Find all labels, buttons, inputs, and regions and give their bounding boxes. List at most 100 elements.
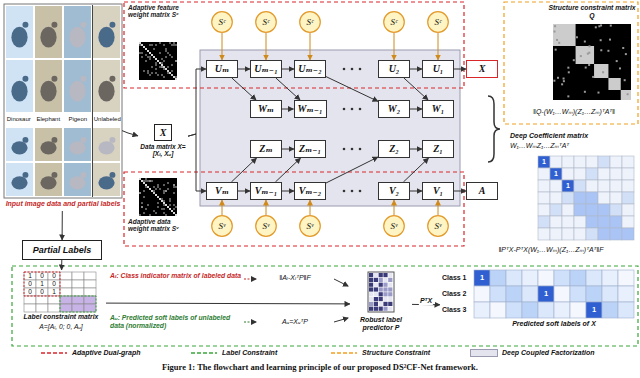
matrix-dot <box>145 178 147 180</box>
animal-silhouette <box>11 81 27 102</box>
matrix-cell <box>538 216 550 228</box>
matrix-diagonal <box>149 52 151 54</box>
matrix-dot <box>592 76 594 78</box>
matrix-dot <box>163 66 165 68</box>
legend-text: Structure Constraint <box>362 349 430 357</box>
node-text: Z₁ <box>433 143 443 155</box>
matrix-cell <box>374 292 378 296</box>
matrix-dot <box>167 70 169 72</box>
matrix-dot <box>163 190 165 192</box>
legend-text: Label Constraint <box>222 349 277 357</box>
matrix-cell <box>554 286 570 302</box>
matrix-dot <box>561 83 563 85</box>
node-text: V₁ <box>433 185 443 197</box>
matrix-cell <box>602 270 618 286</box>
matrix-cell <box>383 302 387 306</box>
matrix-diagonal <box>175 78 177 80</box>
matrix-dot <box>139 214 141 216</box>
matrix-dot <box>141 202 143 204</box>
matrix-cell <box>388 273 392 277</box>
factor-box: Uₘ₋₁ <box>250 60 282 78</box>
matrix-cell <box>490 270 506 286</box>
matrix-diagonal <box>159 198 161 200</box>
matrix-diagonal <box>165 68 167 70</box>
node-text: X <box>479 63 486 75</box>
matrix-dot <box>600 24 602 26</box>
label-region <box>12 266 638 346</box>
matrix-cell <box>388 307 392 311</box>
graph-weight-circle: Sᵛ <box>255 215 277 237</box>
table-cell: 1 <box>474 270 490 286</box>
figure-circle <box>351 68 354 71</box>
matrix-dot <box>580 55 582 57</box>
matrix-dot <box>143 180 145 182</box>
matrix-block <box>576 46 594 64</box>
matrix-dot <box>145 54 147 56</box>
matrix-cell <box>48 272 60 280</box>
matrix-diagonal <box>157 60 159 62</box>
circle-shape <box>428 12 449 33</box>
matrix-cell <box>522 270 538 286</box>
graph-weight-circle: Sᵛ <box>211 215 233 237</box>
animal-silhouette <box>80 172 86 178</box>
matrix-diagonal <box>167 70 169 72</box>
matrix-diagonal <box>159 62 161 64</box>
connector <box>238 191 250 192</box>
matrix-dot <box>165 214 167 216</box>
matrix-dot <box>139 192 141 194</box>
matrix-dot <box>143 196 145 198</box>
table-cell: 1 <box>36 280 48 288</box>
matrix-diagonal <box>153 192 155 194</box>
factor-box: Wₘ₋₁ <box>294 100 327 118</box>
matrix-cell <box>72 288 84 296</box>
matrix-dot <box>141 206 143 208</box>
animal-silhouette <box>11 27 27 48</box>
image-thumb <box>93 6 120 58</box>
matrix-cell <box>610 216 622 228</box>
table-cell: 1 <box>48 288 60 296</box>
matrix-dot <box>557 77 559 79</box>
matrix-cell <box>574 168 586 180</box>
matrix-cell <box>506 286 522 302</box>
matrix-cell <box>586 216 598 228</box>
connector <box>310 200 311 215</box>
factor-box: V₂ <box>378 182 410 200</box>
matrix-panel: Adaptive feature weight matrix Sᶜ <box>128 4 188 84</box>
node-text: U₁ <box>433 63 444 75</box>
matrix-cell <box>374 283 378 287</box>
matrix-dot <box>157 184 159 186</box>
factor-box: A <box>466 182 498 200</box>
matrix-dot <box>624 79 626 81</box>
node-text: Dinosaur <box>4 116 34 123</box>
factor-box: Zₘ <box>250 140 282 158</box>
matrix-dot <box>567 95 569 97</box>
dual-graph-region <box>124 172 464 246</box>
node-text: Input image data and partial labels <box>4 200 122 208</box>
connector <box>438 200 439 215</box>
data-matrix: XData matrix X=[Xₗ, Xᵤ] <box>138 124 188 162</box>
matrix-cell <box>586 204 598 216</box>
matrix-dot <box>147 72 149 74</box>
circle-shape <box>384 216 405 237</box>
matrix-dot <box>157 186 159 188</box>
legend-line <box>41 352 67 354</box>
matrix-dot <box>153 186 155 188</box>
matrix-cell <box>598 204 610 216</box>
matrix-dot <box>622 47 624 49</box>
matrix-dot <box>157 202 159 204</box>
legend-line-sample <box>190 349 218 357</box>
matrix-diagonal <box>173 76 175 78</box>
matrix-cell <box>36 304 48 312</box>
matrix-dot <box>558 42 560 44</box>
figure-circle <box>343 190 346 193</box>
animal-silhouette <box>69 141 85 154</box>
matrix-cell <box>369 297 373 301</box>
matrix-cell <box>84 280 96 288</box>
matrix-dot <box>165 190 167 192</box>
connector <box>232 78 256 100</box>
animal-silhouette <box>98 176 114 189</box>
matrix-cell <box>622 228 634 240</box>
matrix-cell <box>622 180 634 192</box>
matrix-dot <box>161 58 163 60</box>
matrix-cell <box>60 304 72 312</box>
